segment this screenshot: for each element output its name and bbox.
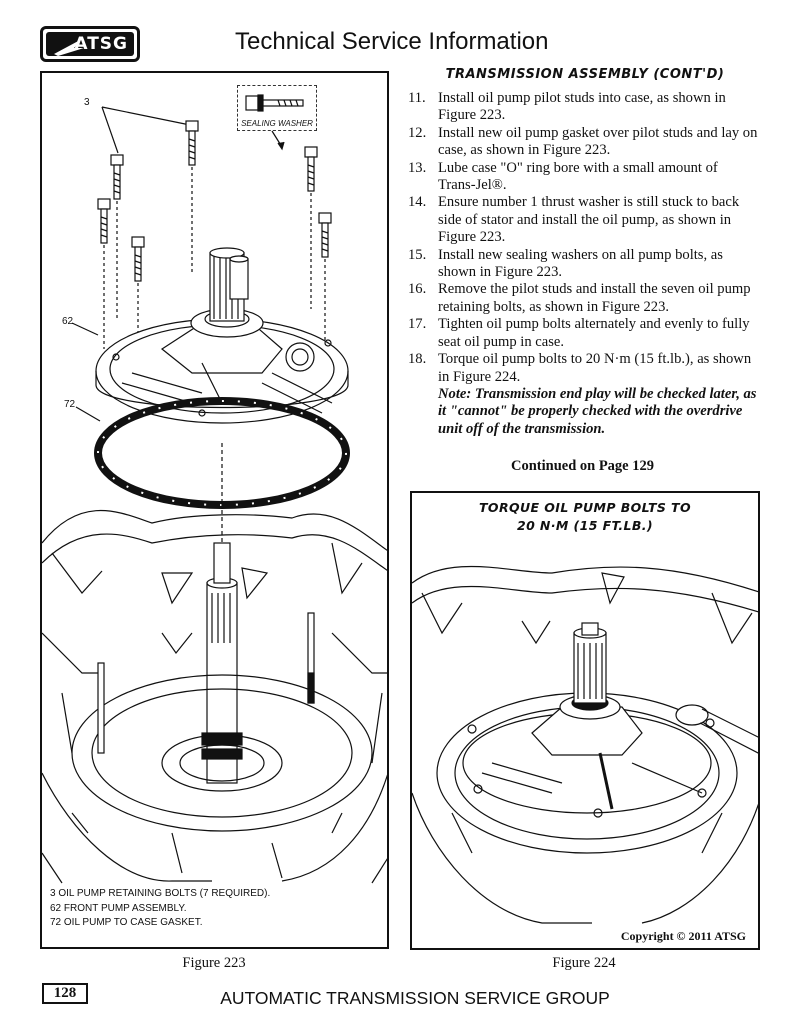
callout-3: 3 bbox=[84, 97, 90, 108]
sealing-washer-label: SEALING WASHER bbox=[241, 119, 313, 128]
logo-badge: ATSG bbox=[46, 32, 134, 56]
callout-72: 72 bbox=[64, 399, 76, 410]
footer-title: AUTOMATIC TRANSMISSION SERVICE GROUP bbox=[220, 988, 610, 1008]
figure-223-caption: Figure 223 bbox=[182, 955, 246, 971]
copyright-notice: Copyright © 2011 ATSG bbox=[620, 929, 746, 943]
figure-224-illustration: TORQUE OIL PUMP BOLTS TO 20 N·M (15 FT.L… bbox=[410, 491, 760, 950]
figure-223-illustration: 3 62 72 SEALING WASHER 3 OIL PUMP RETAIN… bbox=[40, 71, 389, 949]
step-11: 11.Install oil pump pilot studs into cas… bbox=[408, 90, 726, 124]
legend-item: 62 FRONT PUMP ASSEMBLY. bbox=[50, 902, 187, 914]
section-title: TRANSMISSION ASSEMBLY (CONT'D) bbox=[445, 67, 725, 82]
sealing-washer-inset: SEALING WASHER bbox=[237, 85, 317, 131]
pump-exploded-view-drawing bbox=[42, 106, 387, 884]
callout-62: 62 bbox=[62, 316, 74, 327]
step-13: 13.Lube case "O" ring bore with a small … bbox=[408, 159, 718, 194]
continued-on-page: Continued on Page 129 bbox=[510, 458, 654, 474]
page-title: Technical Service Information bbox=[235, 28, 549, 55]
torque-title-line-1: TORQUE OIL PUMP BOLTS TO bbox=[479, 500, 691, 515]
torque-spec-title: TORQUE OIL PUMP BOLTS TO 20 N·M (15 FT.L… bbox=[412, 499, 758, 535]
bird-logo-icon bbox=[54, 39, 84, 56]
page-number: 128 bbox=[42, 983, 88, 1004]
atsg-logo: ATSG bbox=[40, 26, 140, 62]
legend-item: 3 OIL PUMP RETAINING BOLTS (7 REQUIRED). bbox=[50, 888, 271, 899]
legend-item: 72 OIL PUMP TO CASE GASKET. bbox=[50, 917, 203, 928]
step-18: 18.Torque oil pump bolts to 20 N·m (15 f… bbox=[408, 351, 752, 385]
step-15: 15.Install new sealing washers on all pu… bbox=[408, 246, 723, 281]
end-play-note: Note: Transmission end play will be chec… bbox=[438, 385, 757, 437]
logo-text: ATSG bbox=[74, 34, 128, 54]
torque-title-line-2: 20 N·M (15 FT.LB.) bbox=[516, 518, 654, 533]
step-12: 12.Install new oil pump gasket over pilo… bbox=[408, 124, 758, 159]
figure-223-legend: 3 OIL PUMP RETAINING BOLTS (7 REQUIRED).… bbox=[50, 887, 270, 931]
step-17: 17.Tighten oil pump bolts alternately an… bbox=[408, 316, 750, 350]
pump-installed-drawing bbox=[412, 565, 758, 924]
step-14: 14.Ensure number 1 thrust washer is stil… bbox=[408, 194, 740, 246]
instruction-steps: 11.Install oil pump pilot studs into cas… bbox=[408, 90, 758, 438]
figure-224-caption: Figure 224 bbox=[552, 955, 616, 971]
sealing-washer-bolt-icon bbox=[245, 94, 304, 112]
step-16: 16.Remove the pilot studs and install th… bbox=[408, 281, 751, 315]
